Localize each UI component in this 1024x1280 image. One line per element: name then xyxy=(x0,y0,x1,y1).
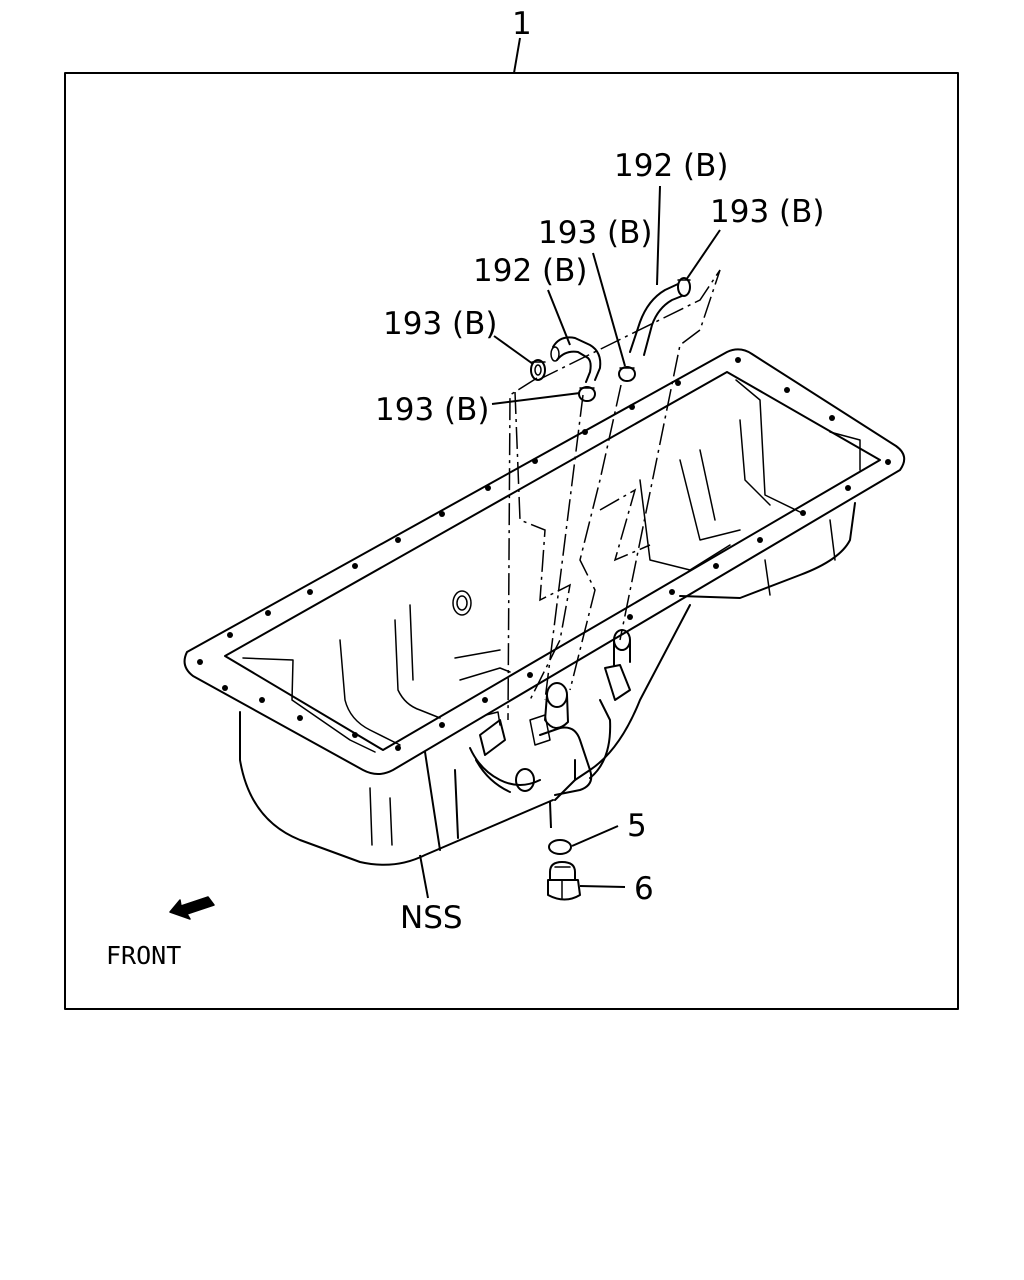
assembly-number: 1 xyxy=(512,6,532,42)
clamp-193b-mid xyxy=(618,366,636,382)
callout-192b-lower: 192 (B) xyxy=(473,253,587,289)
callout-drain-plug-6: 6 xyxy=(634,871,654,907)
callout-193b-left-lower: 193 (B) xyxy=(375,392,489,428)
callout-193b-left-upper: 193 (B) xyxy=(383,306,497,342)
callout-gasket-5: 5 xyxy=(627,808,647,844)
front-arrow-icon xyxy=(169,896,215,920)
callout-193b-upper-right: 193 (B) xyxy=(710,194,824,230)
drain-plug-6 xyxy=(547,861,581,901)
hose-192b-upper xyxy=(629,283,683,356)
hose-192b-lower xyxy=(550,336,602,383)
oil-pan xyxy=(183,348,906,866)
assembly-lines xyxy=(507,269,721,721)
clamp-193b-upper-right xyxy=(677,277,691,297)
oil-tube-assembly xyxy=(469,629,631,796)
front-label: FRONT xyxy=(106,941,181,970)
clamp-193b-left-upper xyxy=(530,359,546,381)
leader-lines xyxy=(419,185,721,899)
assembly-leader xyxy=(513,37,521,74)
callout-oil-pan-nss: NSS xyxy=(400,900,463,936)
callout-192b-upper: 192 (B) xyxy=(614,148,728,184)
callout-193b-mid: 193 (B) xyxy=(538,215,652,251)
gasket-5 xyxy=(548,839,572,855)
assembly-frame xyxy=(64,72,959,1010)
clamp-193b-left-lower xyxy=(578,386,596,402)
